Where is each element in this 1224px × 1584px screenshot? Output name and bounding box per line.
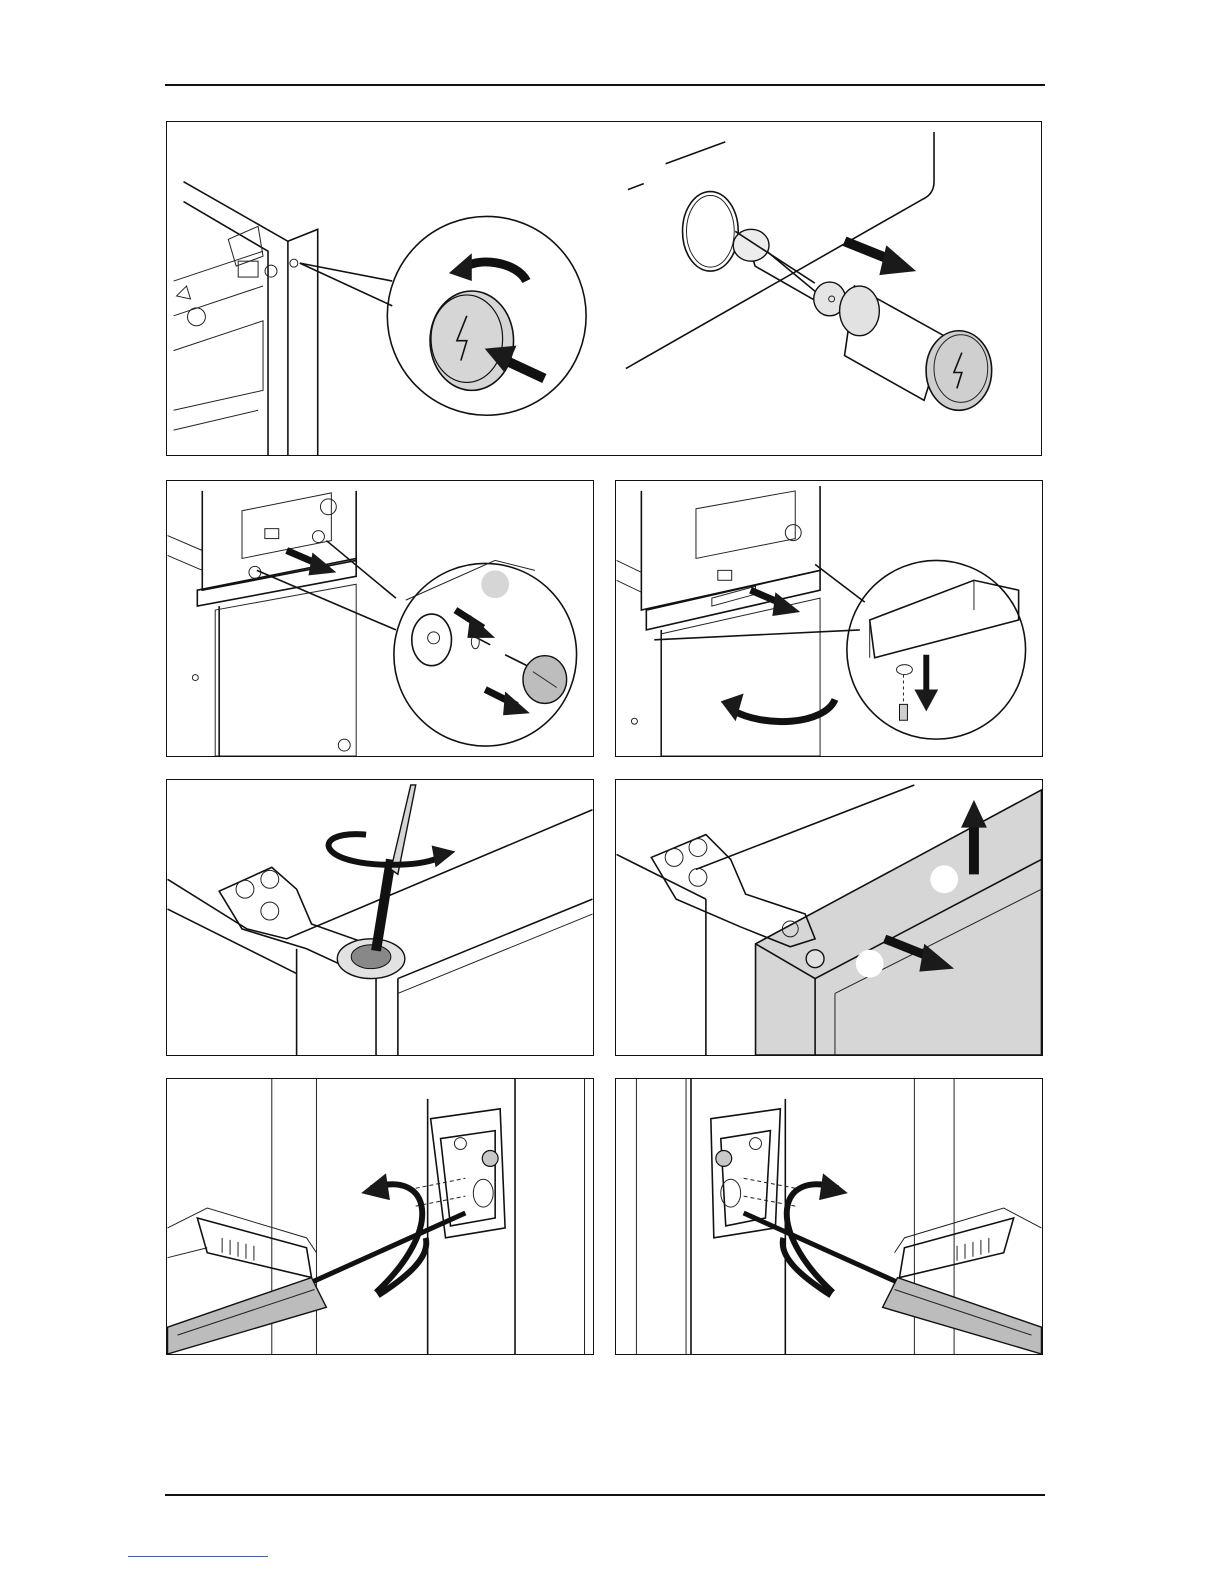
illustration-hinge-plate (167, 780, 593, 1055)
screwdriver-icon (376, 785, 416, 951)
magnifier-trim (847, 560, 1026, 739)
figure-remove-knob-screw (166, 480, 594, 757)
rotate-arrow-icon (371, 1184, 422, 1292)
rotate-arrow-icon (787, 1184, 838, 1292)
pin-removal-drawing (626, 132, 992, 410)
illustration-right-hinge (616, 1079, 1042, 1354)
illustration-left-hinge (167, 1079, 593, 1354)
figure-remove-trim-screw (615, 480, 1043, 757)
figure-unlock-button-and-pull-pin (166, 121, 1042, 456)
magnifier-unlock-button (387, 216, 586, 415)
header-rule (165, 84, 1045, 86)
side-vent (899, 1218, 1013, 1278)
cabinet-drawing (617, 486, 821, 756)
cabinet-drawing (168, 491, 357, 756)
knob-icon (505, 655, 567, 704)
figure-unscrew-hinge-plate (166, 779, 594, 1056)
figure-adjust-right-hinge (615, 1078, 1043, 1355)
link-underline[interactable] (128, 1556, 268, 1557)
magnifier-knob (394, 560, 577, 746)
figure-adjust-left-hinge (166, 1078, 594, 1355)
side-vent (197, 1218, 311, 1278)
cabinet-drawing (174, 182, 318, 455)
hinge-mechanism (416, 1109, 505, 1238)
footer-rule (165, 1494, 1045, 1496)
illustration-door-lift (616, 780, 1042, 1055)
figure-lift-and-pull-door (615, 779, 1043, 1056)
rotate-arrow-icon (731, 699, 835, 721)
screw-icon (899, 675, 907, 721)
illustration-trim (616, 481, 1042, 756)
illustration-unlock (167, 122, 1041, 455)
illustration-knob (167, 481, 593, 756)
